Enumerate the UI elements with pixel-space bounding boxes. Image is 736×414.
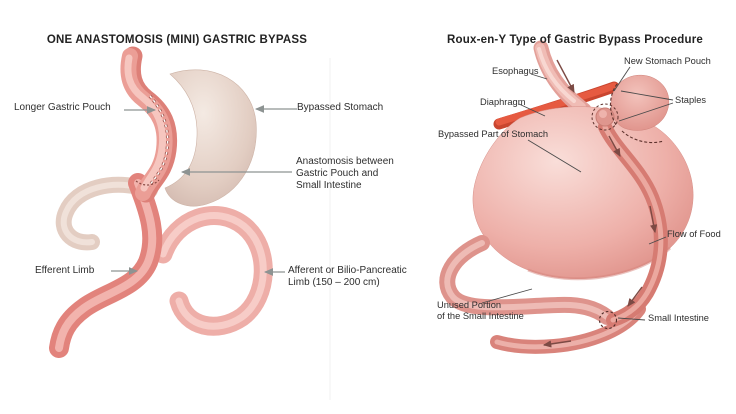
small-intestine-label: Small Intestine bbox=[648, 313, 709, 323]
bypassed-stomach-label: Bypassed Stomach bbox=[297, 102, 384, 113]
anastomosis-label-line1: Anastomosis between bbox=[296, 156, 394, 167]
anastomosis-label-line3: Small Intestine bbox=[296, 180, 362, 191]
esophagus-shape bbox=[533, 40, 592, 118]
afferent-limb-label-line1: Afferent or Bilio-Pancreatic bbox=[288, 265, 407, 276]
roux-limb-shape bbox=[598, 120, 668, 327]
gastric-pouch-shape bbox=[120, 46, 178, 203]
bypassed-stomach-shape bbox=[164, 69, 257, 207]
diaphragm-shape bbox=[493, 81, 620, 130]
diaphragm-label: Diaphragm bbox=[480, 97, 526, 107]
efferent-limb-shape bbox=[49, 173, 163, 358]
anastomosis-label-line2: Gastric Pouch and bbox=[296, 168, 379, 179]
leader-lines bbox=[481, 66, 674, 321]
staples-leader-1 bbox=[620, 90, 674, 101]
anastomosis-label: Anastomosis between Gastric Pouch and Sm… bbox=[296, 156, 394, 192]
bypassed-part-leader bbox=[527, 139, 582, 173]
new-stomach-pouch-shape bbox=[610, 74, 670, 131]
small-intestine-outlet-shape bbox=[490, 302, 646, 354]
afferent-limb-label-line2: Limb (150 – 200 cm) bbox=[288, 277, 380, 288]
afferent-limb-shape bbox=[153, 206, 273, 336]
mini-gastric-bypass-panel: ONE ANASTOMOSIS (MINI) GASTRIC BYPASS Lo… bbox=[14, 34, 407, 400]
right-panel-title: Roux-en-Y Type of Gastric Bypass Procedu… bbox=[447, 34, 703, 46]
efferent-limb-label: Efferent Limb bbox=[35, 265, 95, 276]
bypassed-part-of-stomach-label: Bypassed Part of Stomach bbox=[438, 129, 549, 139]
flow-of-food-leader bbox=[648, 236, 667, 245]
esophagus-leader bbox=[530, 73, 548, 80]
staples-leader-2 bbox=[618, 102, 674, 122]
unused-small-intestine-shape bbox=[439, 235, 615, 325]
staple-line bbox=[147, 94, 170, 187]
new-stomach-pouch-leader bbox=[613, 66, 631, 92]
unused-portion-label: Unused Portion of the Small Intestine bbox=[437, 300, 524, 322]
unused-portion-label-line1: Unused Portion bbox=[437, 300, 502, 310]
mini-bypass-illustration bbox=[49, 46, 331, 400]
afferent-limb-label: Afferent or Bilio-Pancreatic Limb (150 –… bbox=[288, 265, 407, 289]
small-intestine-leader bbox=[617, 317, 646, 321]
duodenum-loop bbox=[55, 176, 158, 251]
leader-arrows bbox=[111, 105, 297, 276]
anastomosis-mark bbox=[135, 179, 160, 186]
small-intestine-anastomosis-mark bbox=[598, 310, 618, 330]
unused-portion-label-line2: of the Small Intestine bbox=[437, 311, 524, 321]
roux-en-y-illustration bbox=[439, 40, 694, 354]
roux-en-y-panel: Roux-en-Y Type of Gastric Bypass Procedu… bbox=[368, 0, 736, 414]
staples-marks bbox=[609, 83, 665, 144]
unused-portion-leader bbox=[481, 288, 533, 304]
staples-label: Staples bbox=[675, 95, 707, 105]
longer-gastric-pouch-label: Longer Gastric Pouch bbox=[14, 102, 111, 113]
pouch-anastomosis-knob bbox=[591, 103, 619, 131]
new-stomach-pouch-label: New Stomach Pouch bbox=[624, 56, 711, 66]
diaphragm-leader bbox=[518, 103, 546, 117]
left-panel-title: ONE ANASTOMOSIS (MINI) GASTRIC BYPASS bbox=[46, 34, 308, 46]
esophagus-label: Esophagus bbox=[492, 66, 539, 76]
flow-arrows bbox=[542, 59, 658, 348]
flow-of-food-label: Flow of Food bbox=[667, 229, 721, 239]
